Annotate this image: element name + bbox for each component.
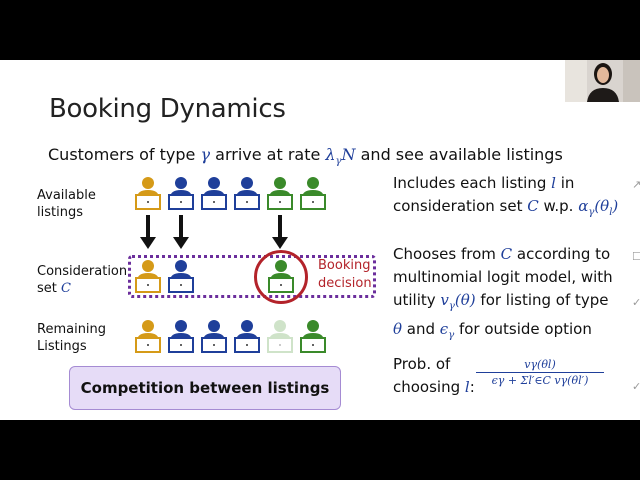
clipped-glyph: ☐ [632, 250, 640, 263]
consideration-person-icon [168, 260, 194, 293]
booking-decision-label: Booking decision [318, 258, 372, 291]
consideration-set-box [128, 255, 376, 298]
listing-person-icon [234, 177, 260, 210]
down-arrow-icon [272, 215, 288, 249]
remaining-listings-label: Remaining Listings [37, 322, 107, 354]
presenter-webcam [565, 60, 640, 102]
formula-fraction-bar [476, 372, 604, 373]
choice-model-description: Chooses from C according to multinomial … [393, 245, 613, 341]
listing-person-icon [168, 177, 194, 210]
available-listings-label: Available listings [37, 188, 96, 220]
competition-box: Competition between listings [69, 366, 341, 410]
down-arrow-icon [173, 215, 189, 249]
listing-person-icon [300, 177, 326, 210]
listing-person-icon [201, 177, 227, 210]
clipped-glyph: ✓ [632, 380, 640, 393]
video-letterbox-top [0, 0, 640, 60]
slide-subtitle: Customers of type γ arrive at rate λγN a… [48, 145, 563, 168]
listing-person-icon [135, 177, 161, 210]
booking-decision-ring [254, 250, 308, 304]
down-arrow-icon [140, 215, 156, 249]
remaining-person-icon [168, 320, 194, 353]
remaining-person-icon [135, 320, 161, 353]
remaining-person-icon [201, 320, 227, 353]
consideration-description: Includes each listing l in consideration… [393, 174, 619, 218]
video-letterbox-bottom [0, 420, 640, 480]
listing-person-icon [267, 177, 293, 210]
booked-person-faded-icon [267, 320, 293, 353]
consideration-set-label: Consideration set C [37, 264, 128, 296]
choice-probability-label: Prob. of choosing l: [393, 355, 475, 396]
remaining-person-icon [300, 320, 326, 353]
formula-numerator: vγ(θl) [524, 358, 556, 371]
slide-title: Booking Dynamics [49, 94, 286, 124]
clipped-glyph: ↗ [632, 178, 640, 191]
presentation-slide: Booking Dynamics Customers of type γ arr… [0, 60, 640, 420]
presenter-avatar [565, 60, 640, 102]
consideration-person-icon [135, 260, 161, 293]
choice-probability-formula: vγ(θl) ϵγ + Σl′∈C vγ(θl′) [470, 358, 610, 387]
clipped-glyph: ✓ [632, 296, 640, 309]
remaining-person-icon [234, 320, 260, 353]
formula-denominator: ϵγ + Σl′∈C vγ(θl′) [491, 374, 589, 387]
